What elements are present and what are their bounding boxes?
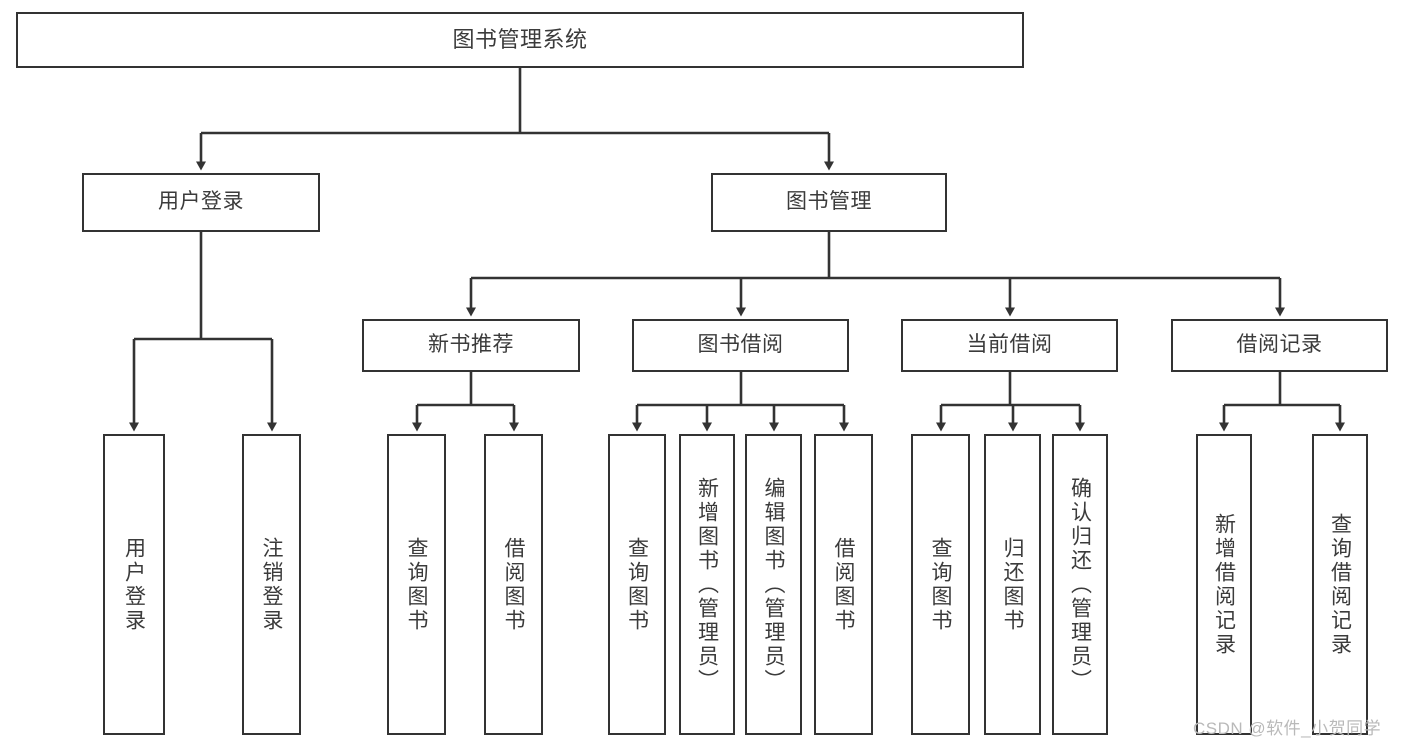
node-label: 图书管理系统 [452,27,588,53]
node-user-login[interactable]: 用户登录 [82,173,320,232]
node-leaf-query-book-3[interactable]: 查询图书 [911,434,970,735]
csdn-watermark: CSDN @软件_小贺同学 [1193,719,1382,738]
node-leaf-add-record[interactable]: 新增借阅记录 [1196,434,1252,735]
node-leaf-query-record[interactable]: 查询借阅记录 [1312,434,1368,735]
node-leaf-borrow-book-2[interactable]: 借阅图书 [814,434,873,735]
node-label: 新增借阅记录 [1212,512,1236,657]
node-label: 借阅图书 [502,536,525,633]
node-leaf-add-book[interactable]: 新增图书（管理员） [679,434,735,735]
node-leaf-borrow-book-1[interactable]: 借阅图书 [484,434,543,735]
node-label: 查询图书 [625,536,649,633]
node-label: 用户登录 [122,536,146,633]
node-leaf-user-login[interactable]: 用户登录 [103,434,165,735]
node-label: 归还图书 [1001,536,1024,633]
node-borrow-record[interactable]: 借阅记录 [1171,319,1388,372]
node-label: 图书管理 [786,190,872,214]
node-root[interactable]: 图书管理系统 [16,12,1024,68]
node-leaf-confirm-return[interactable]: 确认归还（管理员） [1052,434,1108,735]
node-leaf-query-book-1[interactable]: 查询图书 [387,434,446,735]
node-leaf-user-logout[interactable]: 注销登录 [242,434,301,735]
node-label: 借阅图书 [832,536,855,633]
node-label: 图书借阅 [697,333,784,357]
node-label: 注销登录 [260,536,283,633]
node-label: 确认归还（管理员） [1068,476,1092,693]
node-label: 当前借阅 [966,333,1053,357]
node-leaf-return-book[interactable]: 归还图书 [984,434,1041,735]
node-label: 新书推荐 [428,333,514,357]
node-label: 查询图书 [929,536,952,633]
node-current-borrow[interactable]: 当前借阅 [901,319,1118,372]
node-label: 查询借阅记录 [1328,512,1352,657]
node-label: 借阅记录 [1236,333,1323,357]
node-leaf-query-book-2[interactable]: 查询图书 [608,434,666,735]
node-label: 用户登录 [158,190,244,214]
node-label: 新增图书（管理员） [695,476,719,693]
node-book-manage[interactable]: 图书管理 [711,173,947,232]
node-label: 查询图书 [405,536,428,633]
node-new-book-rec[interactable]: 新书推荐 [362,319,580,372]
node-book-borrow[interactable]: 图书借阅 [632,319,849,372]
node-leaf-edit-book[interactable]: 编辑图书（管理员） [745,434,802,735]
node-label: 编辑图书（管理员） [762,476,785,693]
